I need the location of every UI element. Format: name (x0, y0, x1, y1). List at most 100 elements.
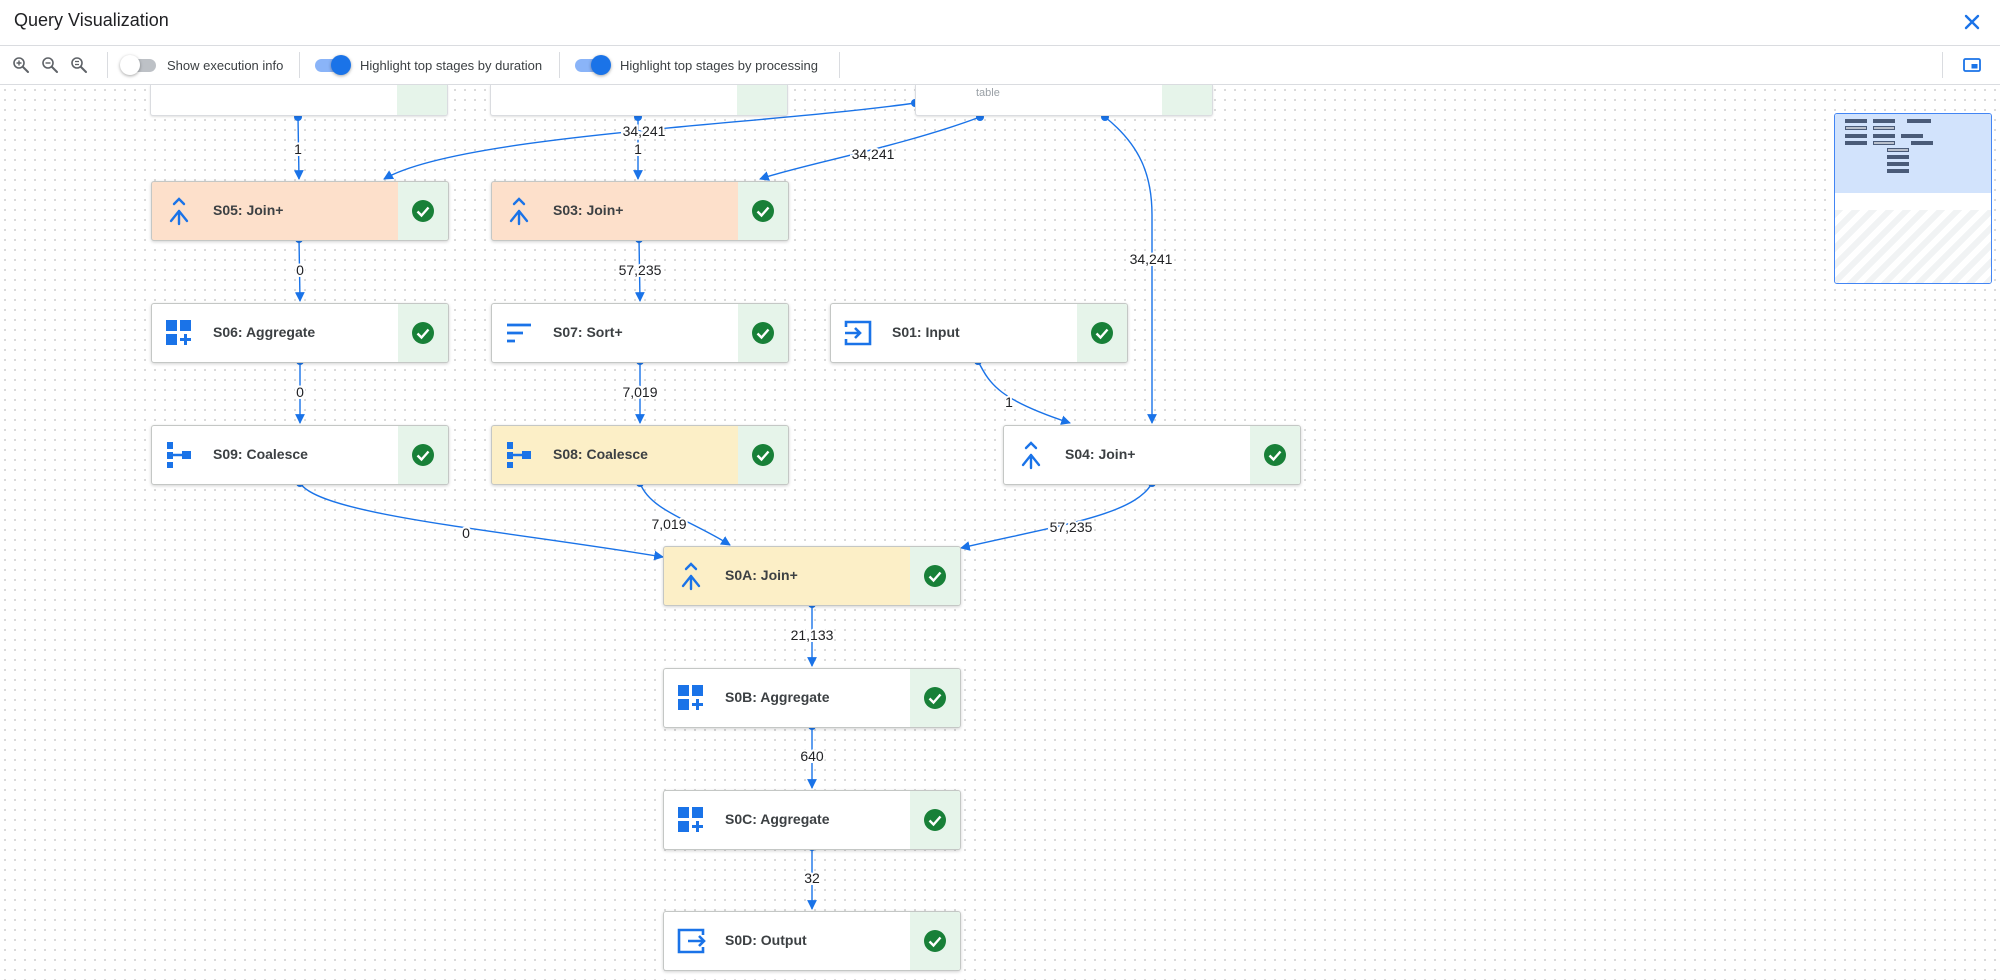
stage-node-s0b[interactable]: S0B: Aggregate (663, 668, 961, 728)
edge-label: 0 (462, 525, 470, 541)
toolbar-divider (299, 52, 300, 78)
status-cell (738, 182, 788, 240)
status-cell (738, 304, 788, 362)
toolbar-divider (839, 52, 840, 78)
close-button[interactable] (1958, 8, 1986, 36)
stage-node-s08[interactable]: S08: Coalesce (491, 425, 789, 485)
edge-S09-S0A (299, 482, 664, 561)
coalesce-icon (167, 442, 191, 468)
toggle-label-execution-info: Show execution info (167, 58, 284, 73)
sort-icon (507, 323, 531, 343)
edge-label: 34,241 (852, 146, 895, 162)
toggle-highlight-processing[interactable] (573, 55, 613, 75)
stage-node-partial[interactable] (490, 85, 788, 116)
toolbar-divider (559, 52, 560, 78)
dialog-title: Query Visualization (14, 10, 169, 30)
edge-S01-S04 (977, 360, 1071, 425)
edge-label: 1 (294, 141, 302, 157)
edge-topC-S04 (1104, 116, 1157, 424)
graph-canvas[interactable]: 34,241 1 1 34,241 34,241 0 57,235 0 7,01… (0, 85, 2000, 980)
edge-topA-S05 (293, 116, 304, 180)
status-cell (398, 426, 448, 484)
stage-node-partial[interactable]: table (915, 85, 1213, 116)
toolbar-divider (1942, 52, 1943, 78)
zoom-in-icon (13, 57, 29, 73)
coalesce-icon (507, 442, 531, 468)
zoom-out-button[interactable] (40, 55, 60, 75)
check-circle-icon (924, 930, 946, 952)
zoom-reset-icon (71, 57, 87, 73)
check-circle-icon (924, 687, 946, 709)
edge-label: 640 (800, 748, 824, 764)
stage-label: S03: Join+ (553, 202, 624, 218)
aggregate-icon (166, 320, 191, 345)
toggle-show-execution-info[interactable] (120, 55, 160, 75)
edge-label: 32 (804, 870, 820, 886)
stage-label: S04: Join+ (1065, 446, 1136, 462)
edge-label: 7,019 (622, 384, 657, 400)
stage-label: S07: Sort+ (553, 324, 623, 340)
status-cell (910, 791, 960, 849)
edge-label: 1 (634, 141, 642, 157)
status-cell (910, 669, 960, 727)
edge-S04-S0A (960, 482, 1153, 551)
status-cell (398, 304, 448, 362)
stage-node-s0d[interactable]: S0D: Output (663, 911, 961, 971)
check-circle-icon (412, 200, 434, 222)
stage-node-s04[interactable]: S04: Join+ (1003, 425, 1301, 485)
check-circle-icon (752, 444, 774, 466)
input-icon (844, 320, 872, 346)
check-circle-icon (752, 322, 774, 344)
close-icon (1964, 14, 1980, 30)
edge-label: 1 (1005, 394, 1013, 410)
output-icon (677, 928, 706, 954)
aggregate-icon (678, 685, 703, 710)
join-icon (681, 562, 701, 591)
status-cell (398, 182, 448, 240)
stage-node-s09[interactable]: S09: Coalesce (151, 425, 449, 485)
check-circle-icon (752, 200, 774, 222)
edge-label: 34,241 (623, 123, 666, 139)
partial-node-label: table (976, 87, 1000, 99)
stage-node-s05[interactable]: S05: Join+ (151, 181, 449, 241)
edge-label: 21,133 (791, 627, 834, 643)
edge-topC-S05 (383, 102, 916, 180)
status-cell (738, 426, 788, 484)
toolbar: Show execution info Highlight top stages… (0, 46, 2000, 85)
stage-node-partial[interactable] (150, 85, 448, 116)
check-circle-icon (1264, 444, 1286, 466)
edge-label: 57,235 (619, 262, 662, 278)
stage-label: S08: Coalesce (553, 446, 648, 462)
minimap-toggle-button[interactable] (1962, 55, 1982, 75)
join-icon (509, 197, 529, 226)
edge-S08-S0A (639, 482, 731, 546)
stage-label: S0A: Join+ (725, 567, 798, 583)
stage-node-s07[interactable]: S07: Sort+ (491, 303, 789, 363)
status-cell (910, 547, 960, 605)
status-cell (1250, 426, 1300, 484)
check-circle-icon (1091, 322, 1113, 344)
status-cell (1077, 304, 1127, 362)
aggregate-icon (678, 807, 703, 832)
stage-node-s0c[interactable]: S0C: Aggregate (663, 790, 961, 850)
toggle-label-duration: Highlight top stages by duration (360, 58, 543, 73)
status-cell (910, 912, 960, 970)
stage-label: S0D: Output (725, 932, 807, 948)
stage-node-s03[interactable]: S03: Join+ (491, 181, 789, 241)
stage-node-s0a[interactable]: S0A: Join+ (663, 546, 961, 606)
toggle-label-processing: Highlight top stages by processing (620, 58, 819, 73)
stage-node-s06[interactable]: S06: Aggregate (151, 303, 449, 363)
stage-node-s01[interactable]: S01: Input (830, 303, 1128, 363)
stage-label: S05: Join+ (213, 202, 284, 218)
zoom-reset-button[interactable] (69, 55, 89, 75)
edge-label: 34,241 (1130, 251, 1173, 267)
zoom-out-icon (42, 57, 58, 73)
minimap[interactable] (1834, 113, 1992, 284)
toggle-highlight-duration[interactable] (313, 55, 353, 75)
zoom-in-button[interactable] (11, 55, 31, 75)
edge-label: 57,235 (1050, 519, 1093, 535)
check-circle-icon (412, 444, 434, 466)
edge-label: 0 (296, 262, 304, 278)
check-circle-icon (924, 809, 946, 831)
check-circle-icon (924, 565, 946, 587)
